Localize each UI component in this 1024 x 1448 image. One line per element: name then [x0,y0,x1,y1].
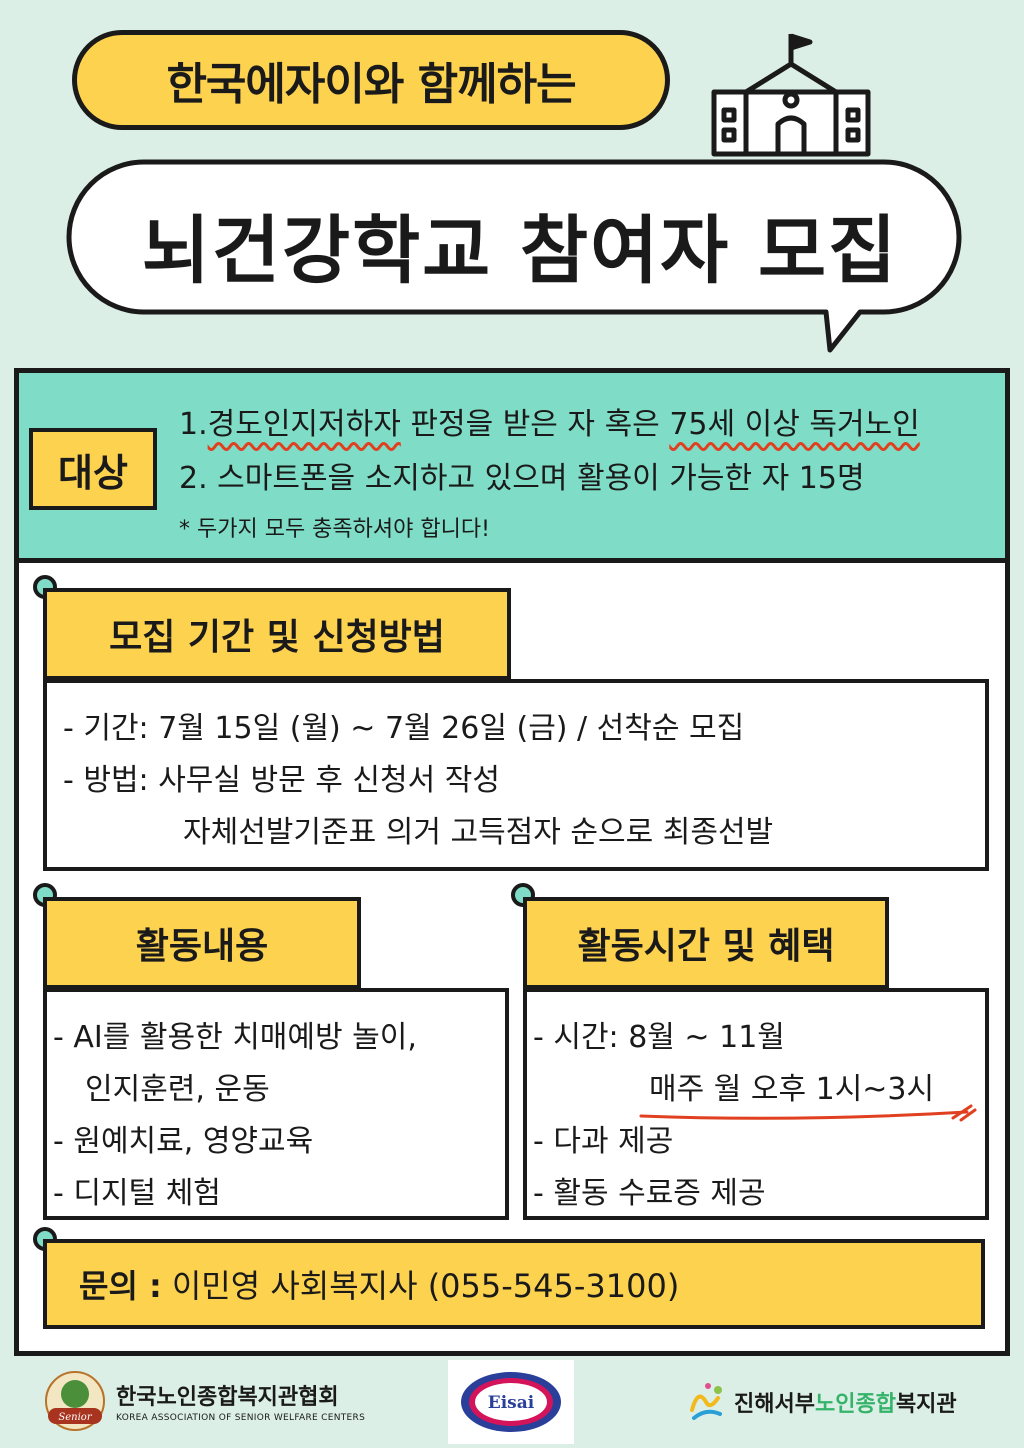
kaswc-logo: Senior 한국노인종합복지관협회 KOREA ASSOCIATION OF … [44,1370,365,1432]
contact-label: 문의 : [79,1267,162,1305]
content-frame: 대상 1.경도인지저하자 판정을 받은 자 혹은 75세 이상 독거노인 2. … [14,368,1010,1356]
svg-text:Senior: Senior [58,1412,92,1423]
footer: Senior 한국노인종합복지관협회 KOREA ASSOCIATION OF … [0,1356,1024,1448]
schedule-time-2: 매주 월 오후 1시~3시 [649,1072,935,1107]
eisai-logo: Eisai [448,1360,574,1444]
jinhae-emblem-icon [690,1383,722,1420]
recruit-box: - 기간: 7월 15일 (월) ~ 7월 26일 (금) / 선착순 모집 -… [43,679,989,871]
recruit-method-2: 자체선발기준표 의거 고득점자 순으로 최종선발 [183,815,774,850]
activity-item: 인지훈련, 운동 [85,1072,270,1107]
page-title: 뇌건강학교 참여자 모집 [141,207,899,294]
schedule-snack: - 다과 제공 [533,1124,674,1159]
schedule-cert: - 활동 수료증 제공 [533,1176,766,1211]
eisai-logo-icon: Eisai [461,1372,561,1432]
subtitle-pill: 한국에자이와 함께하는 [72,30,670,130]
activity-heading: 활동내용 [43,897,361,989]
target-line-1: 1.경도인지저하자 판정을 받은 자 혹은 75세 이상 독거노인 [179,407,920,442]
kaswc-name-kr: 한국노인종합복지관협회 [116,1385,339,1410]
target-label: 대상 [29,428,157,510]
schedule-time: - 시간: 8월 ~ 11월 [533,1020,785,1055]
svg-text:Eisai: Eisai [488,1393,535,1413]
target-line-2: 2. 스마트폰을 소지하고 있으며 활용이 가능한 자 15명 [179,461,865,496]
activity-item: - 디지털 체험 [53,1176,221,1211]
kaswc-name-en: KOREA ASSOCIATION OF SENIOR WELFARE CENT… [116,1413,366,1423]
senior-emblem-icon: Senior [45,1371,105,1431]
recruit-heading: 모집 기간 및 신청방법 [43,588,511,680]
jinhae-logo: 진해서부노인종합복지관 [684,1380,957,1424]
contact-box: 문의 : 이민영 사회복지사 (055-545-3100) [43,1239,985,1329]
target-section: 대상 1.경도인지저하자 판정을 받은 자 혹은 75세 이상 독거노인 2. … [19,373,1005,563]
activity-item: - AI를 활용한 치매예방 놀이, [53,1020,417,1055]
recruit-period: - 기간: 7월 15일 (월) ~ 7월 26일 (금) / 선착순 모집 [63,711,745,746]
subtitle-text: 한국에자이와 함께하는 [166,59,576,110]
activity-item: - 원예치료, 영양교육 [53,1124,314,1159]
jinhae-name: 진해서부노인종합복지관 [734,1392,957,1417]
red-underline [639,1104,977,1122]
activity-box: - AI를 활용한 치매예방 놀이, 인지훈련, 운동 - 원예치료, 영양교육… [43,988,509,1220]
speech-bubble [66,159,962,353]
school-icon [711,33,871,157]
target-note: * 두가지 모두 충족하셔야 합니다! [179,517,490,542]
schedule-heading: 활동시간 및 혜택 [523,897,889,989]
recruit-method: - 방법: 사무실 방문 후 신청서 작성 [63,763,500,798]
schedule-box: - 시간: 8월 ~ 11월 매주 월 오후 1시~3시 - 다과 제공 - 활… [523,988,989,1220]
contact-value: 이민영 사회복지사 (055-545-3100) [171,1267,680,1305]
